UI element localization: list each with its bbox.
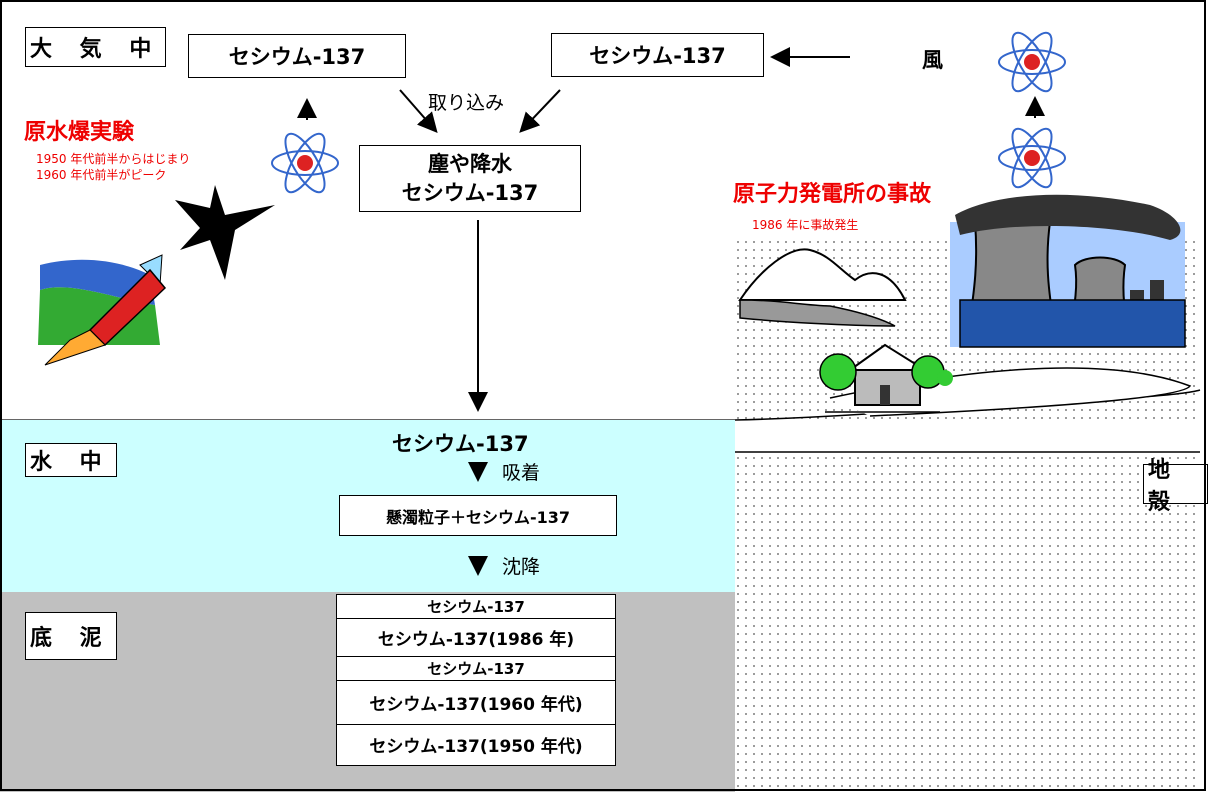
dust-box-line2: セシウム-137	[401, 180, 539, 205]
accident-title: 原子力発電所の事故	[733, 182, 932, 207]
sediment-stack: セシウム-137 セシウム-137(1986 年) セシウム-137 セシウム-…	[336, 594, 616, 766]
sediment-row: セシウム-137	[337, 657, 615, 681]
layer-label-sediment: 底 泥	[25, 612, 117, 660]
dust-precipitation-box: 塵や降水 セシウム-137	[359, 145, 581, 212]
mountain-illustration	[738, 248, 907, 327]
suspended-particle-box: 懸濁粒子＋セシウム-137	[339, 495, 617, 536]
house-illustration	[819, 343, 953, 413]
sediment-row: セシウム-137(1950 年代)	[337, 725, 615, 764]
power-plant-illustration	[950, 194, 1186, 348]
arrow-intake-left	[399, 89, 438, 134]
rocket-illustration	[38, 254, 167, 366]
cesium-box-air-right: セシウム-137	[551, 33, 764, 77]
dust-box-line1: 塵や降水	[428, 151, 512, 176]
explosion-star	[175, 185, 275, 280]
crust-area	[735, 452, 1200, 790]
sediment-row: セシウム-137	[337, 595, 615, 619]
atom-icon-mid-right	[998, 127, 1066, 189]
sedimentation-label: 沈降	[502, 556, 541, 578]
sediment-row: セシウム-137(1986 年)	[337, 619, 615, 657]
bomb-test-line1: 1950 年代前半からはじまり	[36, 152, 191, 166]
layer-label-water: 水 中	[25, 443, 117, 477]
cesium-box-air-left: セシウム-137	[188, 34, 406, 78]
bomb-test-title: 原水爆実験	[24, 120, 135, 145]
atom-icon-left	[271, 132, 339, 194]
accident-line1: 1986 年に事故発生	[752, 218, 859, 232]
layer-label-air: 大 気 中	[25, 27, 167, 67]
sediment-row: セシウム-137(1960 年代)	[337, 681, 615, 725]
bomb-test-line2: 1960 年代前半がピーク	[36, 168, 167, 182]
arrow-intake-right	[519, 89, 561, 133]
water-cesium-label: セシウム-137	[392, 432, 529, 456]
intake-label: 取り込み	[428, 92, 505, 114]
adsorption-label: 吸着	[502, 462, 541, 484]
wind-label: 風	[922, 48, 943, 72]
